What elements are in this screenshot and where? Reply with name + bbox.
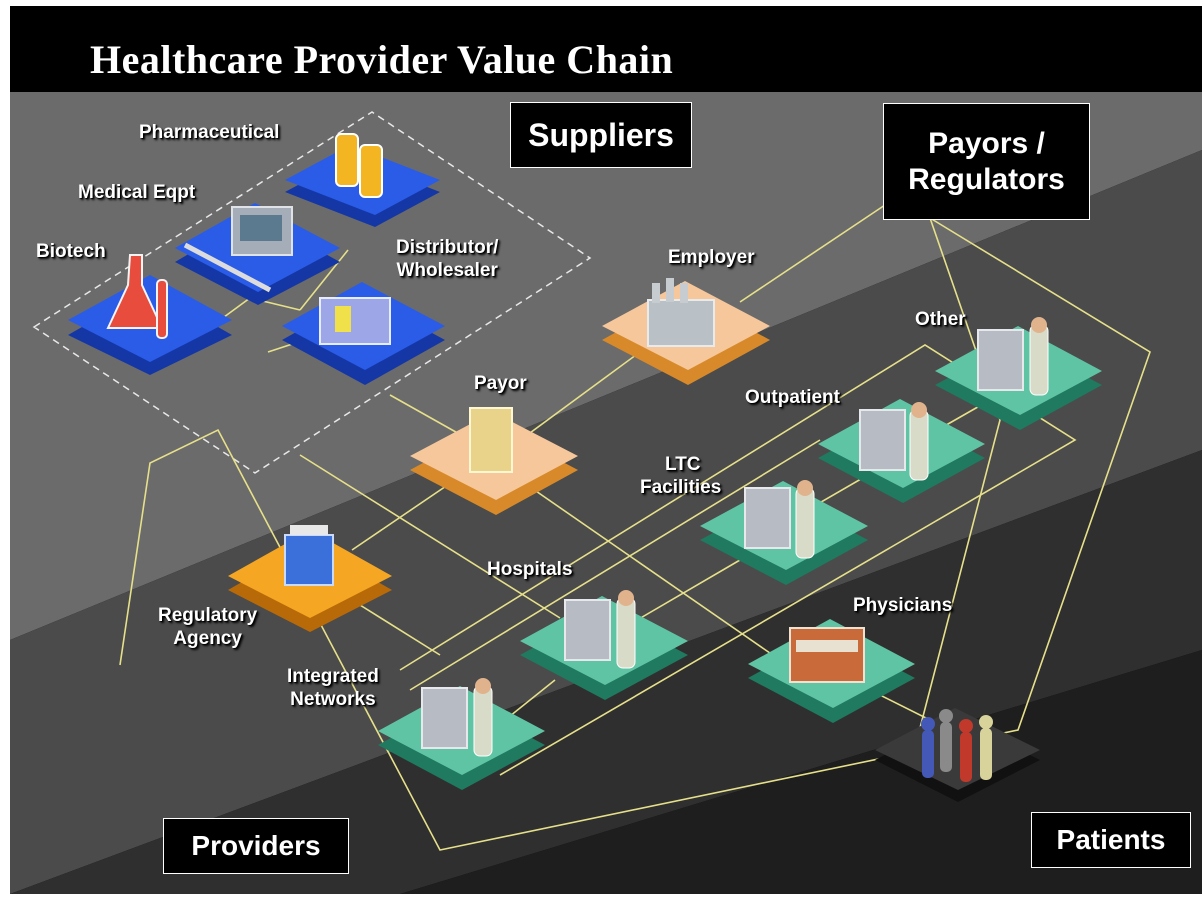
hospital-building-icon bbox=[564, 599, 611, 661]
label-medical-eqpt: Medical Eqpt bbox=[78, 182, 196, 203]
label-ltc-facilities: LTC Facilities bbox=[640, 453, 721, 499]
providers-box-label: Providers bbox=[191, 830, 321, 861]
connector-pharma-distributor bbox=[299, 249, 349, 311]
label-ltc-line1: LTC bbox=[665, 454, 701, 475]
doctor-icon bbox=[909, 409, 929, 481]
connector-network-2 bbox=[409, 439, 821, 691]
government-building-icon bbox=[284, 534, 334, 586]
band-light bbox=[10, 92, 1202, 640]
payors-regulators-line1: Payors / bbox=[928, 126, 1045, 160]
office-icon bbox=[789, 627, 865, 683]
page-title: Healthcare Provider Value Chain bbox=[90, 37, 674, 82]
connector-payors-patients bbox=[919, 217, 1001, 729]
label-integrated-networks: Integrated Networks bbox=[287, 665, 379, 711]
platform-integrated-networks[interactable] bbox=[378, 678, 545, 790]
connector-payor-physicians bbox=[519, 479, 781, 661]
clinic-building-icon bbox=[977, 329, 1024, 391]
connector-supplier-hospitals bbox=[299, 454, 561, 619]
label-payor: Payor bbox=[474, 373, 527, 394]
clinic-building-icon bbox=[744, 487, 791, 549]
label-other: Other bbox=[915, 309, 966, 330]
label-regulatory-agency: Regulatory Agency bbox=[158, 604, 257, 650]
label-employer: Employer bbox=[668, 247, 755, 268]
platform-regulatory-agency[interactable] bbox=[228, 525, 392, 632]
platform-pharmaceutical[interactable] bbox=[285, 133, 440, 227]
patients-box-label: Patients bbox=[1056, 824, 1166, 855]
payors-regulators-line2: Regulators bbox=[908, 162, 1065, 196]
doctor-icon bbox=[1029, 324, 1049, 396]
platform-biotech[interactable] bbox=[68, 254, 232, 375]
label-physicians: Physicians bbox=[853, 595, 953, 616]
forklift-icon bbox=[319, 297, 391, 345]
factory-icon bbox=[647, 299, 715, 347]
label-biotech: Biotech bbox=[36, 241, 106, 262]
providers-box: Providers bbox=[163, 818, 349, 874]
platform-physicians[interactable] bbox=[748, 619, 915, 723]
label-regulatory-line2: Agency bbox=[173, 628, 242, 649]
doctor-icon bbox=[795, 487, 815, 559]
label-outpatient: Outpatient bbox=[745, 387, 840, 408]
platform-ltc-facilities[interactable] bbox=[700, 480, 868, 585]
label-distributor: Distributor/ Wholesaler bbox=[396, 236, 498, 282]
connector-payors-employer bbox=[739, 204, 886, 303]
doctor-icon bbox=[616, 597, 636, 669]
label-integrated-line2: Networks bbox=[290, 689, 376, 710]
connector-providers-outline bbox=[119, 217, 1151, 851]
band-dark bbox=[400, 650, 1202, 894]
patients-box: Patients bbox=[1031, 812, 1191, 868]
connector-payor-regulatory bbox=[351, 479, 456, 551]
label-pharmaceutical: Pharmaceutical bbox=[139, 122, 280, 143]
label-distributor-line1: Distributor/ bbox=[396, 237, 499, 258]
connector-regulatory-integrated bbox=[351, 599, 441, 656]
platform-employer[interactable] bbox=[602, 278, 770, 385]
platform-hospitals[interactable] bbox=[520, 590, 688, 700]
band-mid bbox=[10, 150, 1202, 894]
doctor-icon bbox=[473, 685, 493, 757]
platform-patients[interactable] bbox=[875, 708, 1040, 802]
label-distributor-line2: Wholesaler bbox=[396, 260, 498, 281]
suppliers-box: Suppliers bbox=[510, 102, 692, 168]
hospital-building-icon bbox=[421, 687, 468, 749]
platform-medical-eqpt[interactable] bbox=[175, 203, 340, 305]
office-building-icon bbox=[469, 407, 513, 473]
suppliers-group-outline bbox=[32, 111, 592, 474]
syringe-icon bbox=[183, 242, 272, 293]
platform-other[interactable] bbox=[935, 317, 1102, 430]
label-integrated-line1: Integrated bbox=[287, 666, 379, 687]
people-group-icon bbox=[921, 709, 993, 782]
payors-regulators-box: Payors / Regulators bbox=[883, 103, 1090, 220]
label-regulatory-line1: Regulatory bbox=[158, 605, 258, 626]
suppliers-box-label: Suppliers bbox=[528, 116, 674, 153]
pill-bottle-icon bbox=[335, 133, 359, 187]
platform-distributor[interactable] bbox=[282, 282, 445, 385]
platform-payor[interactable] bbox=[410, 407, 578, 515]
label-ltc-line2: Facilities bbox=[640, 477, 722, 498]
label-hospitals: Hospitals bbox=[487, 559, 573, 580]
clinic-building-icon bbox=[859, 409, 906, 471]
platform-outpatient[interactable] bbox=[818, 399, 985, 503]
